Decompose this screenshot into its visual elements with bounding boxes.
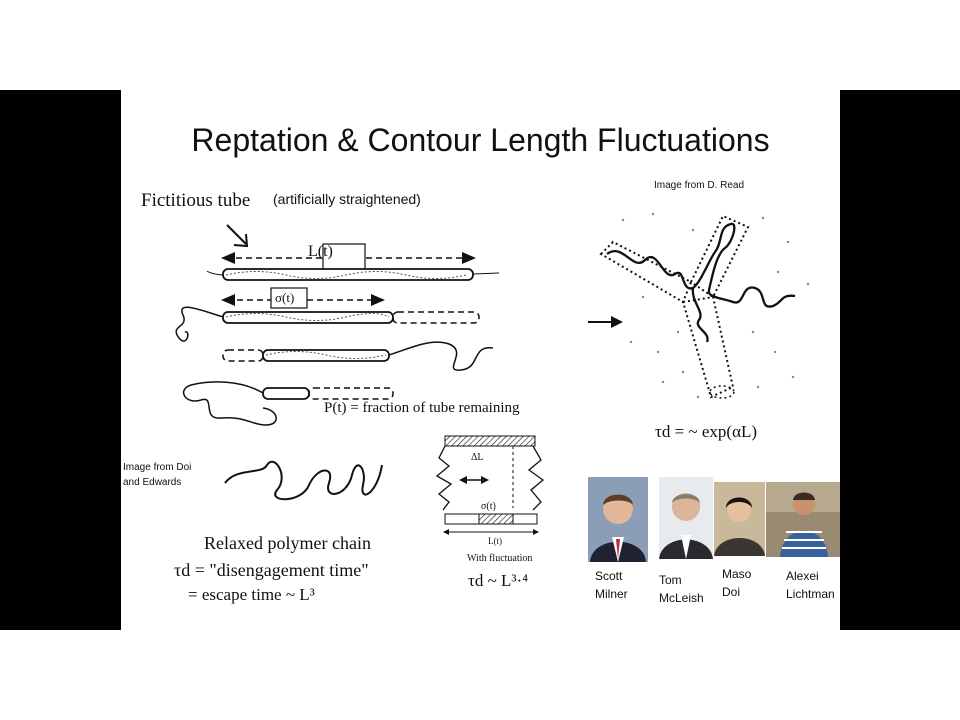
caption-last: McLeish (659, 591, 704, 605)
fluct-caption: With fluctuation (467, 553, 533, 564)
doi-credit-line1: Image from Doi (123, 462, 192, 473)
caption-last: Doi (722, 585, 741, 599)
star-polymer-diagram (588, 212, 810, 399)
tube-heading: Fictitious tube (141, 190, 251, 211)
sigma-label-box (270, 287, 308, 309)
tube-diagram (175, 224, 500, 426)
caption-maso-doi: Maso Doi (722, 565, 751, 601)
caption-scott-milner: Scott Milner (595, 567, 628, 603)
delta-L-label: ΔL (471, 452, 484, 463)
relaxed-heading: Relaxed polymer chain (204, 533, 371, 553)
doi-image-credit: Image from Doi and Edwards (123, 460, 191, 490)
caption-first: Alexei (786, 569, 819, 583)
P-fraction-text: P(t) = fraction of tube remaining (324, 400, 520, 416)
escape-time-line: = escape time ~ L³ (188, 585, 315, 604)
fluct-scaling: τd ~ L³·⁴ (468, 571, 529, 590)
tube-pointer-arrow (226, 224, 247, 245)
tube-1 (222, 268, 474, 281)
fluct-sigma-label: σ(t) (481, 501, 496, 512)
read-image-credit: Image from D. Read (654, 180, 745, 191)
doi-credit-line2: and Edwards (123, 477, 182, 488)
tau-d-definition: τd = "disengagement time" (174, 560, 369, 580)
photo-alexei-lichtman (766, 482, 840, 557)
tube-2 (222, 311, 394, 324)
photo-maso-doi (714, 482, 765, 556)
sigma-label: σ(t) (275, 290, 295, 305)
relaxed-chain-drawing (224, 461, 383, 501)
slide: Reptation & Contour Length Fluctuations … (121, 90, 840, 630)
slide-title: Reptation & Contour Length Fluctuations (191, 122, 770, 158)
tube-subheading: (artificially straightened) (273, 191, 421, 207)
tube-4 (262, 387, 310, 400)
photo-scott-milner (588, 477, 648, 562)
caption-first: Tom (659, 573, 682, 587)
photo-tom-mcleish (659, 477, 713, 559)
caption-last: Milner (595, 587, 628, 601)
fluctuation-diagram (435, 435, 545, 535)
fluct-L-label: L(t) (488, 536, 502, 546)
star-formula: τd = ~ exp(αL) (655, 422, 758, 441)
caption-first: Maso (722, 567, 752, 581)
caption-first: Scott (595, 569, 623, 583)
caption-last: Lichtman (786, 587, 835, 601)
L-label-box (322, 243, 366, 271)
caption-tom-mcleish: Tom McLeish (659, 571, 704, 607)
caption-alexei-lichtman: Alexei Lichtman (786, 567, 835, 603)
L-label: L(t) (308, 243, 333, 260)
